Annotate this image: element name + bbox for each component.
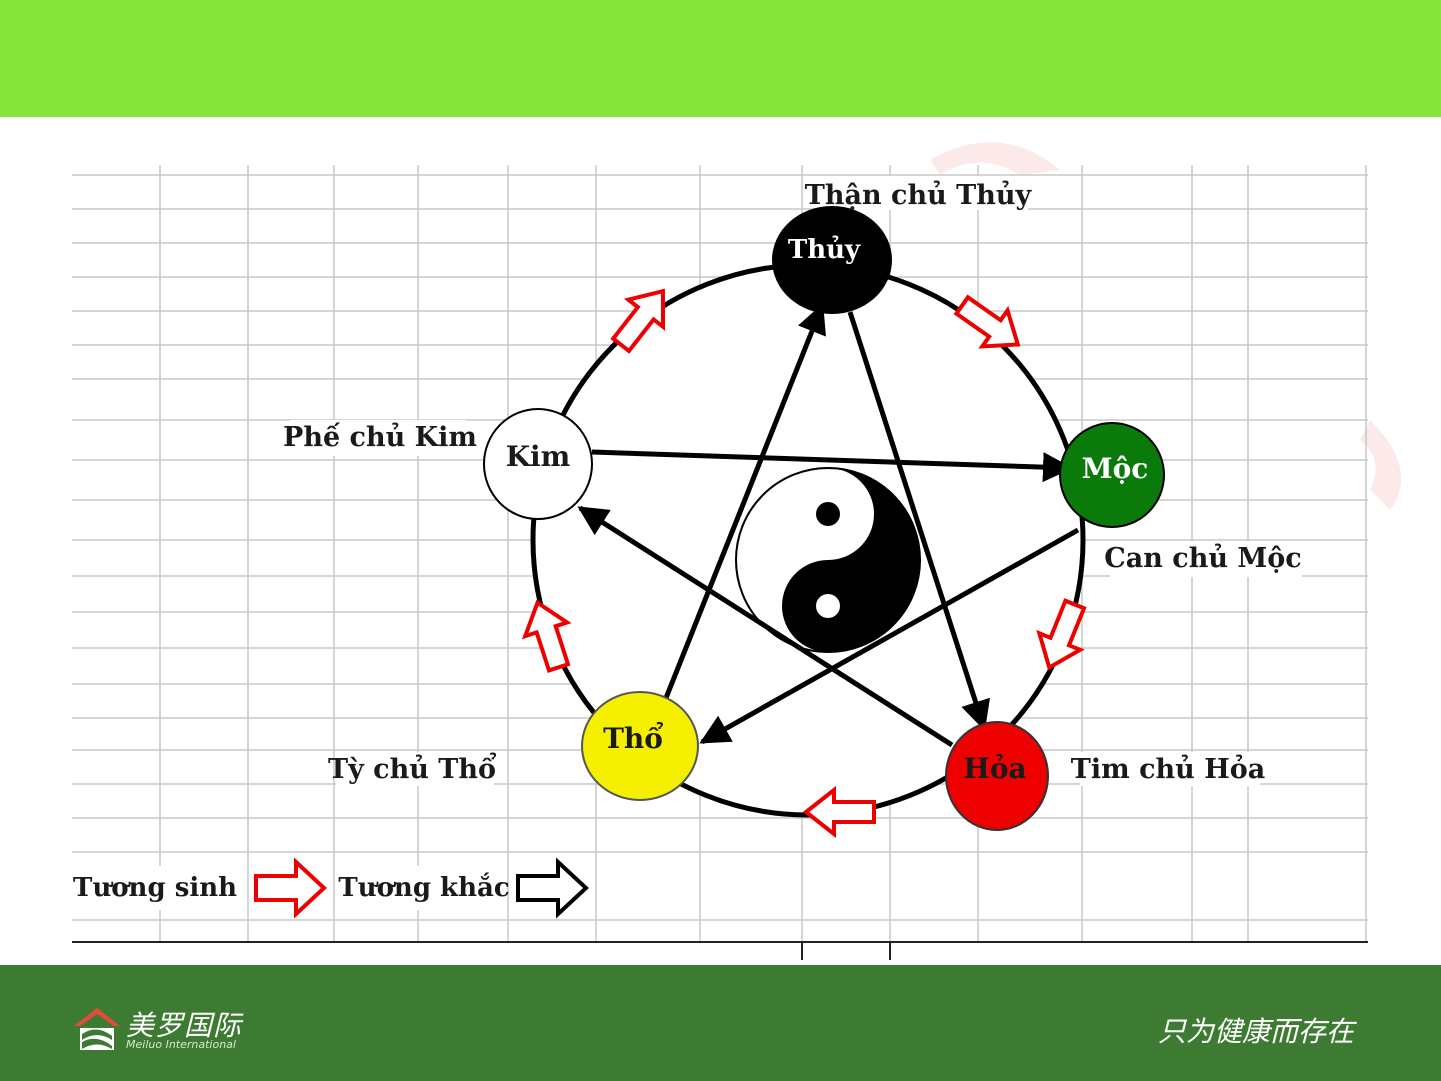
organ-label-fire: Tim chủ Hỏa (1071, 753, 1265, 785)
company-logo-subtext: Meiluo International (126, 1038, 236, 1051)
organ-label-earth: Tỳ chủ Thổ (328, 751, 497, 785)
footer-slogan: 只为健康而存在 (1158, 1010, 1354, 1050)
organ-label-metal: Phế chủ Kim (283, 421, 477, 453)
element-water-label: Thủy (788, 235, 861, 265)
legend-generating-label: Tương sinh (73, 873, 237, 903)
company-logo-icon (72, 1004, 122, 1054)
organ-label-water: Thận chủ Thủy (805, 179, 1033, 211)
element-fire: Hỏa (946, 722, 1048, 830)
element-wood: Mộc (1060, 423, 1164, 527)
legend-controlling-label: Tương khắc (338, 872, 509, 903)
legend-controlling-arrow-icon (518, 862, 586, 914)
element-earth: Thổ (582, 692, 698, 800)
five-elements-diagram: Thủy Mộc Hỏa Thổ Kim Thận chủ Thủy Can c… (0, 0, 1441, 965)
organ-label-wood: Can chủ Mộc (1104, 542, 1301, 574)
element-water: Thủy (772, 206, 892, 314)
legend-generating-arrow-icon (256, 862, 324, 914)
element-metal: Kim (484, 409, 592, 519)
element-earth-label: Thổ (603, 721, 663, 755)
element-metal-label: Kim (506, 440, 571, 473)
element-fire-label: Hỏa (963, 752, 1026, 785)
element-wood-label: Mộc (1082, 452, 1149, 485)
